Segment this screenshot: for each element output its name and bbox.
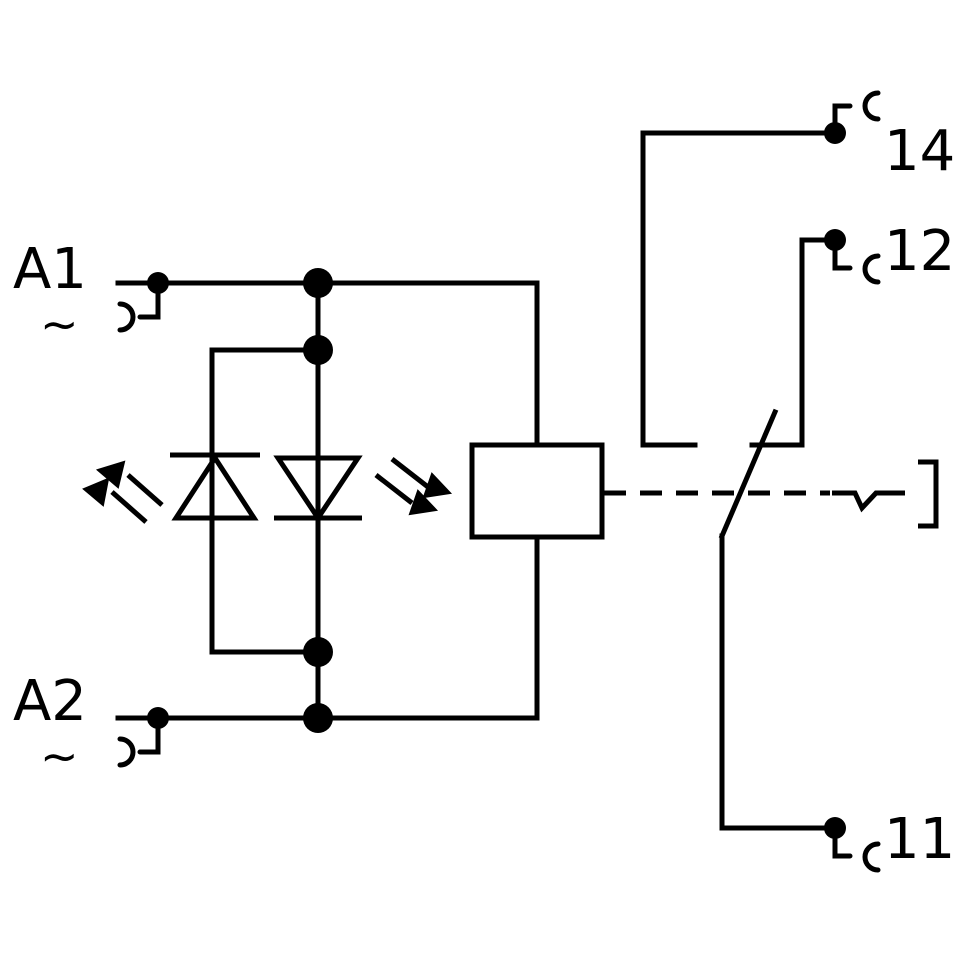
clamp-icon-14 bbox=[832, 90, 881, 125]
junction-dot bbox=[303, 335, 333, 365]
relay-coil bbox=[469, 442, 605, 540]
led-diode bbox=[273, 455, 363, 523]
contact-12-wire bbox=[749, 237, 838, 448]
a2-wire bbox=[115, 534, 540, 721]
terminal-label-12: 12 bbox=[884, 219, 955, 284]
terminal-dot-a2 bbox=[147, 707, 169, 729]
terminal-label-a1: A1 bbox=[13, 237, 87, 302]
a1-wire bbox=[115, 280, 540, 448]
junction-dot bbox=[303, 703, 333, 733]
contact-11-wire bbox=[719, 533, 838, 831]
junction-dot bbox=[303, 637, 333, 667]
led-light-arrows-left-icon bbox=[82, 460, 164, 524]
clamp-icon-11 bbox=[832, 836, 881, 873]
protection-diode bbox=[170, 452, 260, 521]
terminal-label-11: 11 bbox=[884, 807, 955, 872]
spring-icon bbox=[832, 490, 905, 513]
terminal-symbol-a1: ~ bbox=[40, 297, 79, 351]
clamp-icon-12 bbox=[832, 248, 881, 285]
terminal-dot-a1 bbox=[147, 272, 169, 294]
terminal-label-14: 14 bbox=[884, 119, 955, 184]
diode-bus-left bbox=[209, 347, 321, 655]
contact-14-wire bbox=[640, 130, 838, 448]
junction-dot bbox=[303, 268, 333, 298]
terminal-label-a2: A2 bbox=[13, 669, 87, 734]
clamp-icon-a1 bbox=[117, 291, 161, 333]
clamp-icon-a2 bbox=[117, 726, 161, 768]
terminal-symbol-a2: ~ bbox=[40, 729, 79, 783]
return-bracket bbox=[918, 459, 939, 529]
led-light-arrows-right-icon bbox=[374, 457, 453, 516]
switch-blade bbox=[718, 408, 779, 540]
